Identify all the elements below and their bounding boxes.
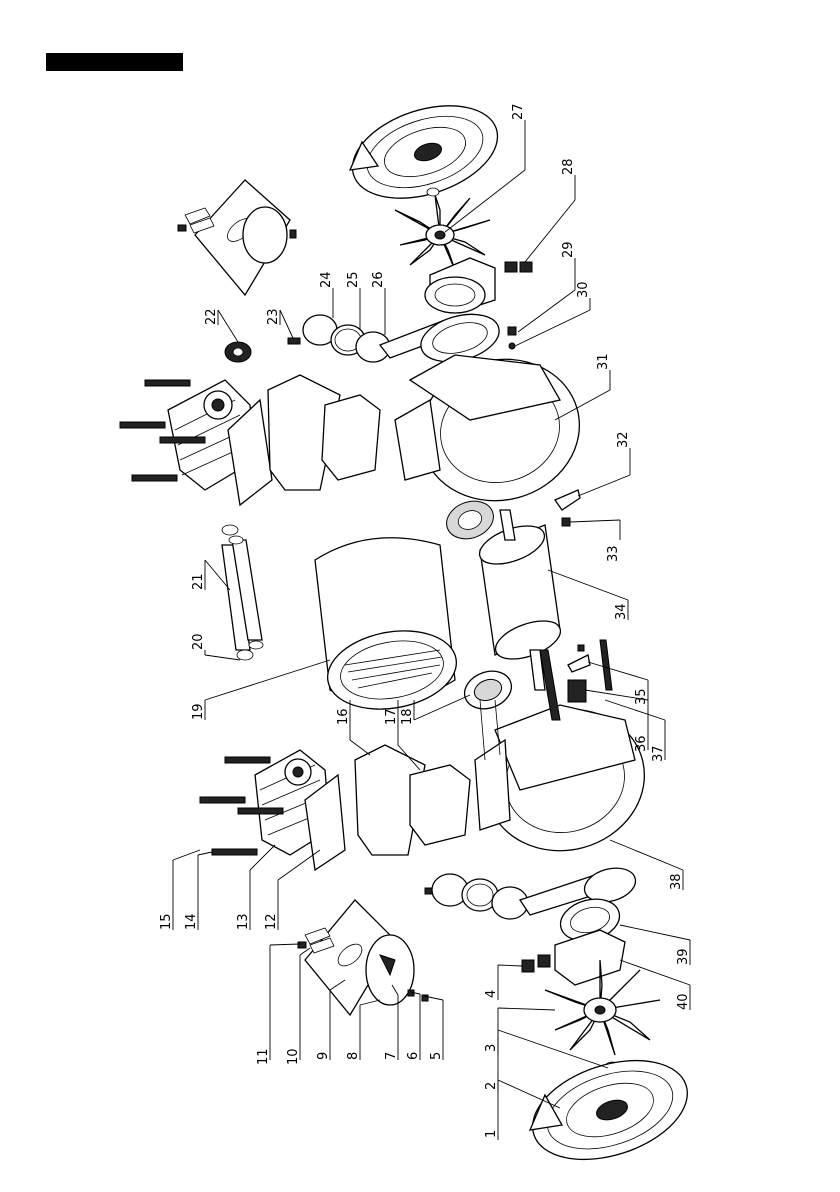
- callout-6: 6: [406, 1052, 421, 1060]
- callout-9: 9: [316, 1052, 331, 1060]
- clip-and-screw: [555, 490, 580, 526]
- callout-32: 32: [616, 431, 631, 448]
- rotor: [475, 510, 566, 690]
- callout-22: 22: [204, 308, 219, 325]
- callout-24: 24: [319, 271, 334, 288]
- front-cylinder-head: [200, 750, 345, 870]
- callout-19: 19: [191, 703, 206, 720]
- rear-bushing: [225, 342, 251, 362]
- rear-fan-cover: [341, 89, 510, 215]
- rear-cylinder-head: [120, 380, 272, 505]
- callout-12: 12: [264, 913, 279, 930]
- callout-28: 28: [561, 158, 576, 175]
- callout-10: 10: [286, 1048, 301, 1065]
- callout-13: 13: [236, 913, 251, 930]
- rear-screws: [505, 262, 532, 349]
- rear-fan: [395, 188, 490, 270]
- callout-14: 14: [184, 913, 199, 930]
- callout-4: 4: [484, 990, 499, 998]
- callout-18: 18: [400, 708, 415, 725]
- callout-20: 20: [191, 633, 206, 650]
- callout-1: 1: [484, 1130, 499, 1138]
- front-valve-plate: [298, 900, 428, 1015]
- rear-valve-plate: [178, 180, 296, 295]
- callout-25: 25: [346, 271, 361, 288]
- callout-34: 34: [614, 603, 629, 620]
- callout-39: 39: [676, 948, 691, 965]
- front-fan: [545, 960, 660, 1072]
- terminal-parts: [568, 645, 590, 702]
- callout-2: 2: [484, 1082, 499, 1090]
- callout-35: 35: [634, 688, 649, 705]
- callout-26: 26: [371, 271, 386, 288]
- connecting-tubes: [222, 525, 263, 660]
- front-bearing: [459, 665, 516, 715]
- callout-40: 40: [676, 993, 691, 1010]
- callout-37: 37: [651, 745, 666, 762]
- callout-31: 31: [596, 353, 611, 370]
- rear-eccentric: [425, 258, 495, 313]
- callout-7: 7: [384, 1052, 399, 1060]
- callout-23: 23: [266, 308, 281, 325]
- callout-21: 21: [191, 573, 206, 590]
- callout-16: 16: [336, 708, 351, 725]
- callout-27: 27: [511, 103, 526, 120]
- callout-5: 5: [429, 1052, 444, 1060]
- callout-30: 30: [576, 281, 591, 298]
- stator: [315, 538, 463, 719]
- callout-38: 38: [669, 873, 684, 890]
- callout-33: 33: [606, 545, 621, 562]
- callout-17: 17: [384, 708, 399, 725]
- front-eccentric: [555, 893, 625, 985]
- callout-3: 3: [484, 1044, 499, 1052]
- front-screws: [522, 955, 550, 972]
- callout-8: 8: [346, 1052, 361, 1060]
- rear-motor-housing: [395, 342, 595, 545]
- rear-cylinder: [268, 375, 380, 490]
- callout-36: 36: [634, 735, 649, 752]
- callout-29: 29: [561, 241, 576, 258]
- callout-15: 15: [159, 913, 174, 930]
- front-fan-cover: [520, 1042, 700, 1177]
- callout-11: 11: [256, 1048, 271, 1065]
